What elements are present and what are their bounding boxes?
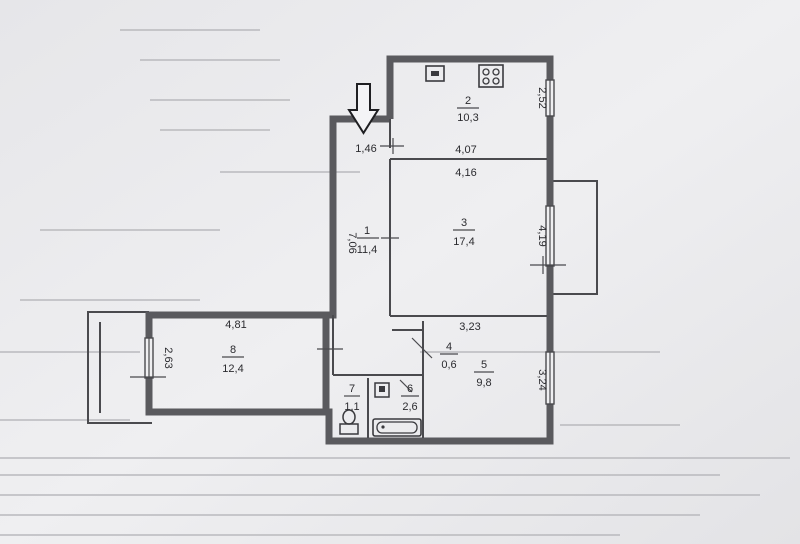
room-3-number: 3 bbox=[461, 217, 467, 229]
room-4-area: 0,6 bbox=[441, 359, 456, 371]
walls bbox=[145, 55, 554, 445]
room-8-area: 12,4 bbox=[222, 363, 243, 375]
sink-icon bbox=[425, 65, 445, 82]
room-labels: 2 10,3 1 11,4 3 17,4 4 0,6 5 9,8 6 2,6 7… bbox=[222, 95, 494, 413]
room-1-area: 11,4 bbox=[357, 244, 378, 256]
toilet-icon bbox=[339, 409, 359, 435]
dim-corridor-length: 7,06 bbox=[346, 232, 358, 253]
room-4-number: 4 bbox=[446, 341, 452, 353]
dim-room8-depth: 2,63 bbox=[162, 347, 174, 368]
dim-room3-width: 4,16 bbox=[455, 167, 476, 179]
bathroom-sink-icon bbox=[374, 382, 390, 398]
dimension-labels: 1,46 4,07 4,16 3,23 4,81 2,52 4,19 3,24 … bbox=[162, 87, 548, 390]
dimension-ticks bbox=[130, 138, 566, 393]
balcony-right bbox=[547, 180, 598, 295]
down-arrow-icon bbox=[347, 83, 380, 135]
dim-room5-width: 3,23 bbox=[459, 321, 480, 333]
room-7-number: 7 bbox=[349, 383, 355, 395]
dim-room5-depth: 3,24 bbox=[536, 369, 548, 390]
balcony-left bbox=[87, 311, 152, 424]
bathtub-icon bbox=[372, 418, 422, 437]
room-5-area: 9,8 bbox=[476, 377, 491, 389]
dim-room3-depth: 4,19 bbox=[536, 225, 548, 246]
show-through-lines bbox=[0, 29, 790, 536]
room-8-number: 8 bbox=[230, 344, 236, 356]
dim-kitchen-width: 4,07 bbox=[455, 144, 476, 156]
dim-room8-width: 4,81 bbox=[225, 319, 246, 331]
room-6-area: 2,6 bbox=[402, 401, 417, 413]
stove-icon bbox=[478, 64, 504, 88]
room-2-area: 10,3 bbox=[457, 112, 478, 124]
room-7-area: 1,1 bbox=[344, 401, 359, 413]
dim-corridor-width: 1,46 bbox=[355, 143, 376, 155]
partitions bbox=[332, 119, 547, 438]
room-3-area: 17,4 bbox=[453, 236, 474, 248]
room-5-number: 5 bbox=[481, 359, 487, 371]
room-2-number: 2 bbox=[465, 95, 471, 107]
windows bbox=[144, 79, 555, 405]
room-1-number: 1 bbox=[364, 225, 370, 237]
room-6-number: 6 bbox=[407, 383, 413, 395]
dim-kitchen-depth: 2,52 bbox=[536, 87, 548, 108]
